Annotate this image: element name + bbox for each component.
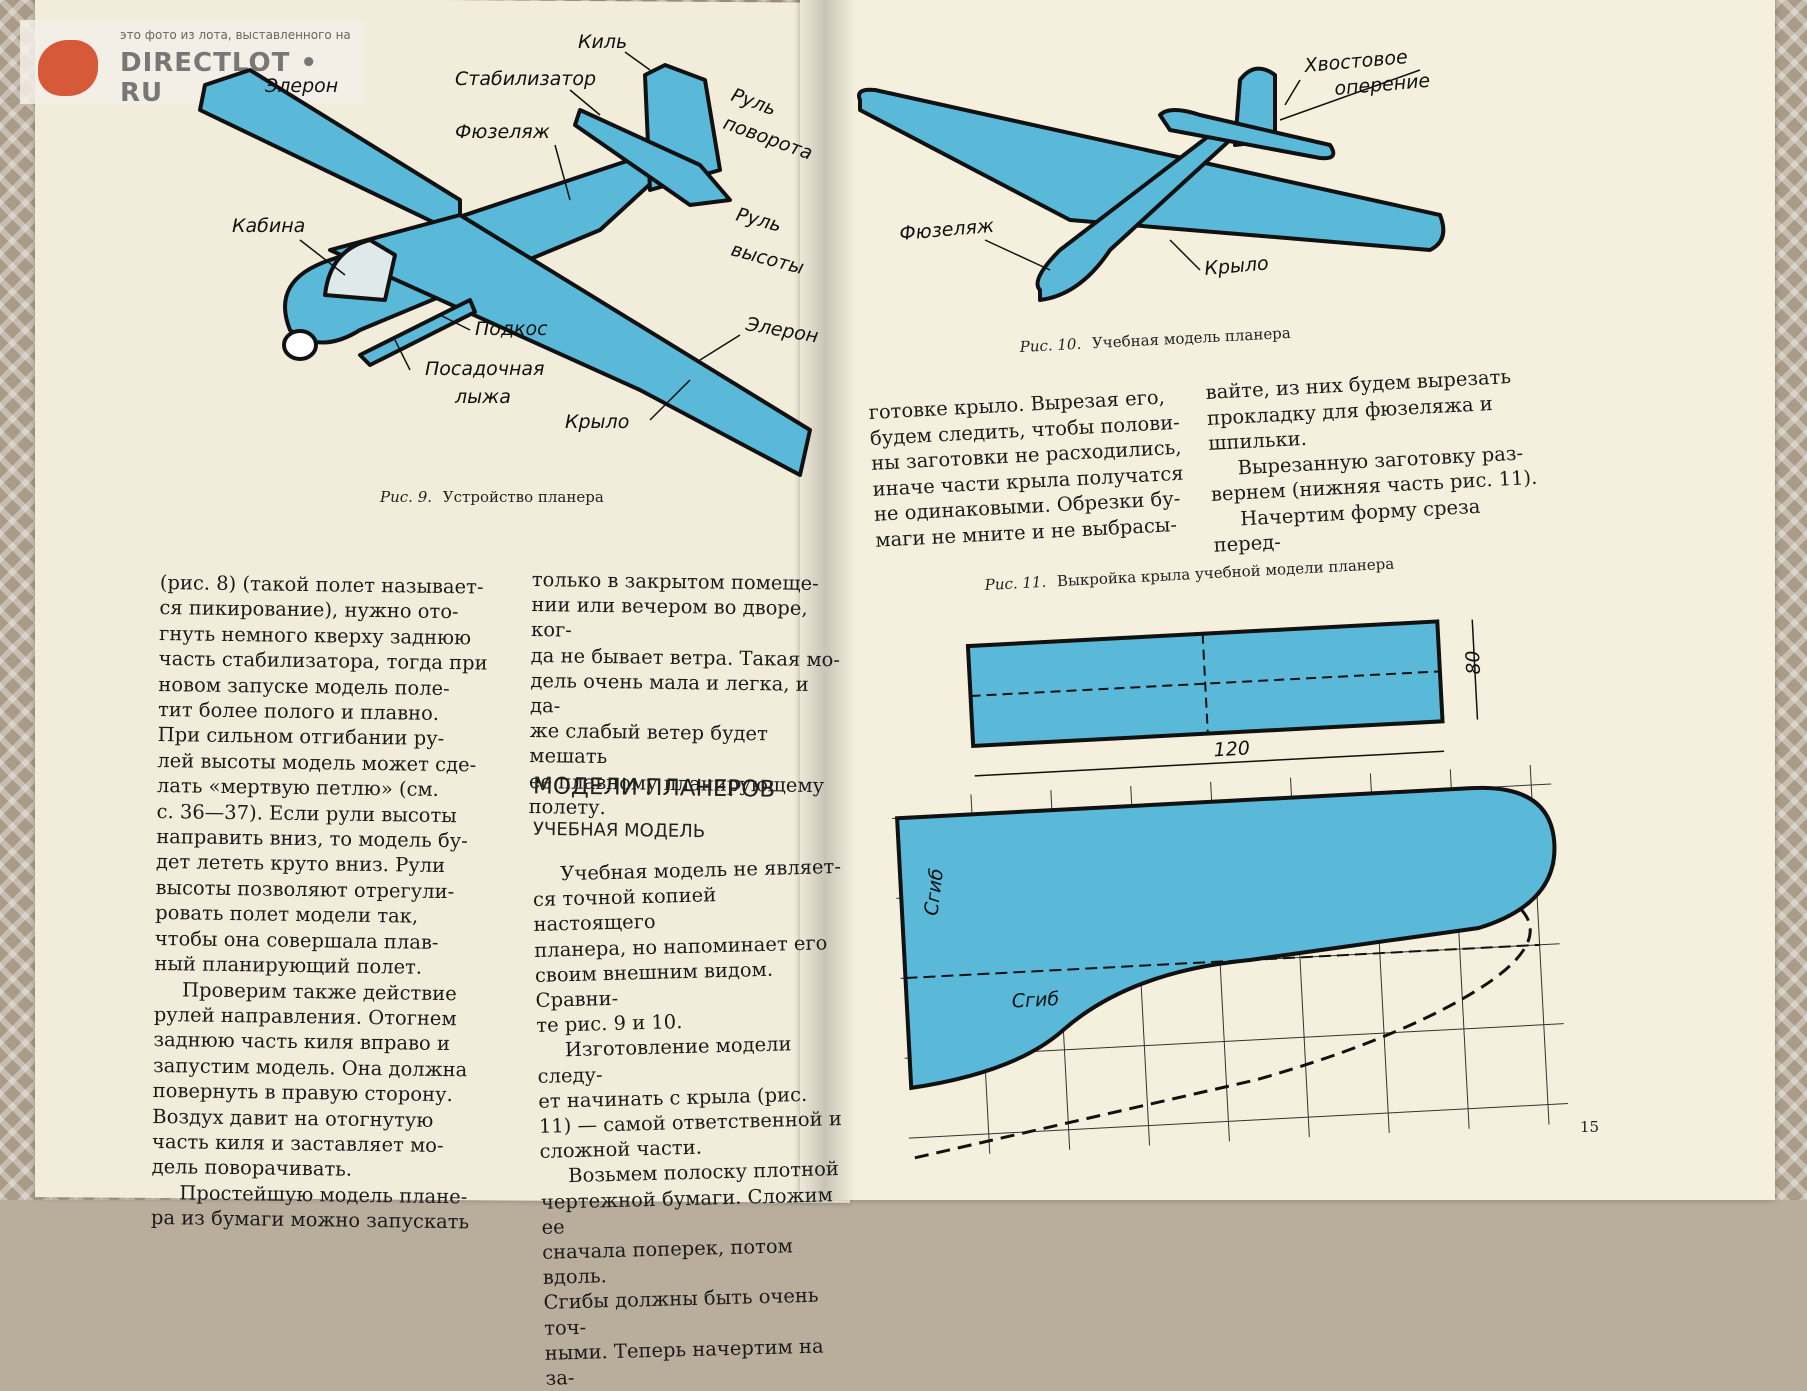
fold-line-horizontal	[970, 670, 1440, 697]
figure-9-glider-diagram: Киль Стабилизатор Элерон Руль поворота Ф…	[198, 31, 820, 506]
label-fuzelyazh: Фюзеляж	[455, 121, 550, 143]
subsection-heading: УЧЕБНАЯ МОДЕЛЬ	[532, 818, 706, 843]
text-line: Изготовление модели следу-	[537, 1032, 792, 1088]
fig9-caption: Рис. 9. Устройство планера	[379, 488, 604, 506]
section-heading: МОДЕЛИ ПЛАНЕРОВ	[532, 773, 776, 803]
blank-strip-group: 120 80	[965, 619, 1485, 777]
text-line: дель очень мала и легка, и да-	[529, 668, 809, 718]
fig11-caption-text: Выкройка крыла учебной модели планера	[1056, 555, 1394, 591]
book-spine	[795, 0, 855, 1200]
wing-outline	[894, 785, 1557, 1091]
fig10-caption-number: Рис. 10.	[1018, 335, 1081, 356]
text-line: сначала поперек, потом вдоль.	[541, 1234, 794, 1290]
fig9-caption-text: Устройство планера	[443, 488, 604, 506]
label-kil: Киль	[578, 31, 627, 53]
fold-label-2: Сгиб	[1011, 988, 1060, 1012]
label-posadochnaya-1: Посадочная	[425, 358, 544, 380]
watermark-brand: DIRECTLOT • RU	[120, 48, 319, 108]
left-column-2-bottom: Учебная модель не являет- ся точной копи…	[532, 854, 856, 1391]
label-kabina: Кабина	[232, 215, 305, 237]
mirror-outline	[914, 904, 1532, 1160]
label-posadochnaya-2: лыжа	[454, 386, 511, 408]
fold-line-vertical	[1201, 633, 1209, 734]
label-eleron-top: Элерон	[264, 75, 338, 97]
fig9-caption-number: Рис. 9.	[379, 488, 432, 506]
label-krylo: Крыло	[565, 411, 629, 433]
dim-height: 80	[1462, 650, 1485, 675]
watermark-caption: это фото из лота, выставленного на	[120, 28, 351, 42]
page-number: 15	[1580, 1118, 1600, 1136]
glider-illustration	[198, 63, 812, 477]
watermark: это фото из лота, выставленного на DIREC…	[20, 20, 365, 108]
squirrel-logo-icon	[38, 40, 98, 96]
label-stabilizator: Стабилизатор	[455, 68, 596, 90]
text-line: нии или вечером во дворе, ког-	[530, 593, 808, 642]
right-column-2: вайте, из них будем вырезать прокладку д…	[1205, 363, 1544, 559]
text-line: ра из бумаги можно запускать	[150, 1206, 470, 1234]
label-podkos: Подкос	[475, 318, 548, 340]
text-line: же слабый ветер будет мешать	[529, 719, 769, 769]
text-line: ся точной копией настоящего	[532, 883, 717, 937]
dim-height-line	[1471, 619, 1479, 720]
fig10-leader-lines	[984, 69, 1421, 271]
fold-line	[905, 943, 1540, 980]
left-column-1: (рис. 8) (такой полет называет- ся пикир…	[151, 570, 505, 1235]
right-column-1: готовке крыло. Вырезая его, будем следит…	[868, 383, 1196, 553]
fig11-caption-number: Рис. 11.	[983, 573, 1046, 594]
text-line: Сгибы должны быть очень точ-	[543, 1284, 819, 1340]
text-line: чертежной бумаги. Сложим ее	[540, 1182, 833, 1239]
leader-lines	[299, 51, 741, 421]
dim-width-line	[974, 750, 1445, 777]
figure-11-wing-pattern: Рис. 11. Выкройка крыла учебной модели п…	[892, 555, 1568, 1160]
training-glider-illustration	[857, 66, 1446, 302]
dim-width: 120	[1213, 737, 1250, 761]
fig11-caption: Рис. 11. Выкройка крыла учебной модели п…	[983, 555, 1394, 594]
text-line: своим внешним видом. Сравни-	[534, 957, 774, 1012]
figure-10-training-glider: Хвостовое оперение Фюзеляж Крыло Рис. 10…	[857, 46, 1446, 356]
text-line: ными. Теперь начертим на за-	[544, 1334, 824, 1390]
wing-pattern-group: Сгиб Сгиб	[892, 765, 1568, 1160]
